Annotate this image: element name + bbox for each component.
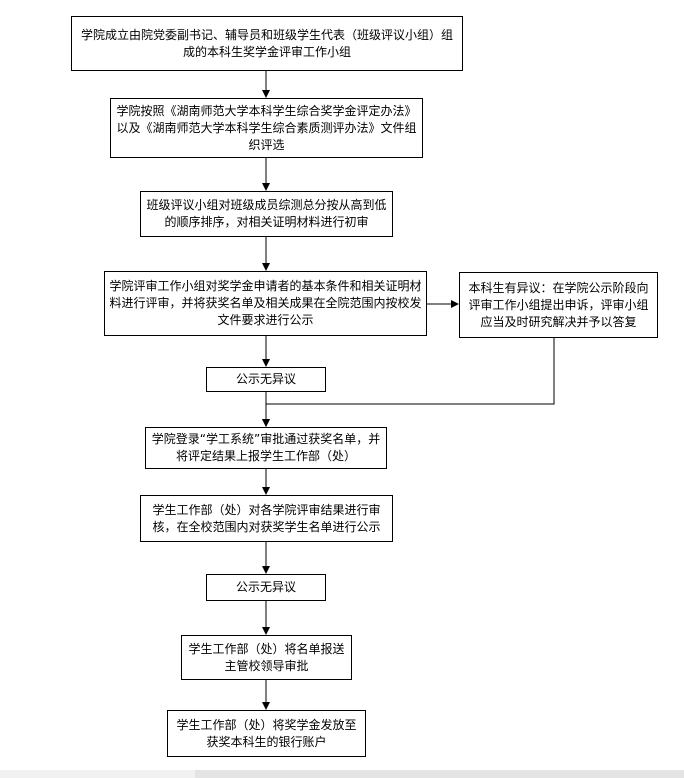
scrollbar-thumb[interactable]: [195, 770, 684, 778]
step-no-objection-college: 公示无异议: [206, 367, 326, 392]
step-student-affairs-review-text: 学生工作部（处）对各学院评审结果进行审核，在全校范围内对获奖学生名单进行公示: [152, 502, 381, 534]
step-leader-approval-text: 学生工作部（处）将名单报送主管校领导审批: [188, 641, 345, 673]
step-objection-appeal: 本科生有异议：在学院公示阶段向评审工作小组提出申诉，评审小组应当及时研究解决并予…: [459, 272, 658, 338]
step-disburse-scholarship-text: 学生工作部（处）将奖学金发放至获奖本科生的银行账户: [176, 717, 357, 749]
step-system-approval-text: 学院登录“学工系统”审批通过获奖名单，并将评定结果上报学生工作部（处）: [151, 432, 381, 463]
step-form-committee-text: 学院成立由院党委副书记、辅导员和班级学生代表（班级评议小组）组成的本科生奖学金评…: [80, 27, 453, 59]
step-form-committee: 学院成立由院党委副书记、辅导员和班级学生代表（班级评议小组）组成的本科生奖学金评…: [71, 16, 463, 71]
step-no-objection-college-text: 公示无异议: [235, 372, 296, 386]
step-college-review-text: 学院评审工作小组对奖学金申请者的基本条件和相关证明材料进行评审，并将获奖名单及相…: [109, 279, 422, 327]
step-college-review: 学院评审工作小组对奖学金申请者的基本条件和相关证明材料进行评审，并将获奖名单及相…: [104, 271, 427, 336]
step-system-approval: 学院登录“学工系统”审批通过获奖名单，并将评定结果上报学生工作部（处）: [145, 427, 387, 469]
step-organize-selection: 学院按照《湖南师范大学本科学生综合奖学金评定办法》以及《湖南师范大学本科学生综合…: [110, 98, 423, 158]
step-organize-selection-text: 学院按照《湖南师范大学本科学生综合奖学金评定办法》以及《湖南师范大学本科学生综合…: [116, 103, 417, 152]
step-class-ranking: 班级评议小组对班级成员综测总分按从高到低的顺序排序，对相关证明材料进行初审: [140, 191, 393, 237]
step-leader-approval: 学生工作部（处）将名单报送主管校领导审批: [181, 635, 352, 680]
step-objection-appeal-text: 本科生有异议：在学院公示阶段向评审工作小组提出申诉，评审小组应当及时研究解决并予…: [468, 280, 649, 329]
step-student-affairs-review: 学生工作部（处）对各学院评审结果进行审核，在全校范围内对获奖学生名单进行公示: [140, 495, 393, 542]
step-class-ranking-text: 班级评议小组对班级成员综测总分按从高到低的顺序排序，对相关证明材料进行初审: [146, 198, 387, 229]
step-disburse-scholarship: 学生工作部（处）将奖学金发放至获奖本科生的银行账户: [167, 710, 366, 757]
step-no-objection-university-text: 公示无异议: [235, 580, 296, 594]
step-no-objection-university: 公示无异议: [206, 574, 326, 601]
horizontal-scrollbar[interactable]: [0, 770, 684, 778]
